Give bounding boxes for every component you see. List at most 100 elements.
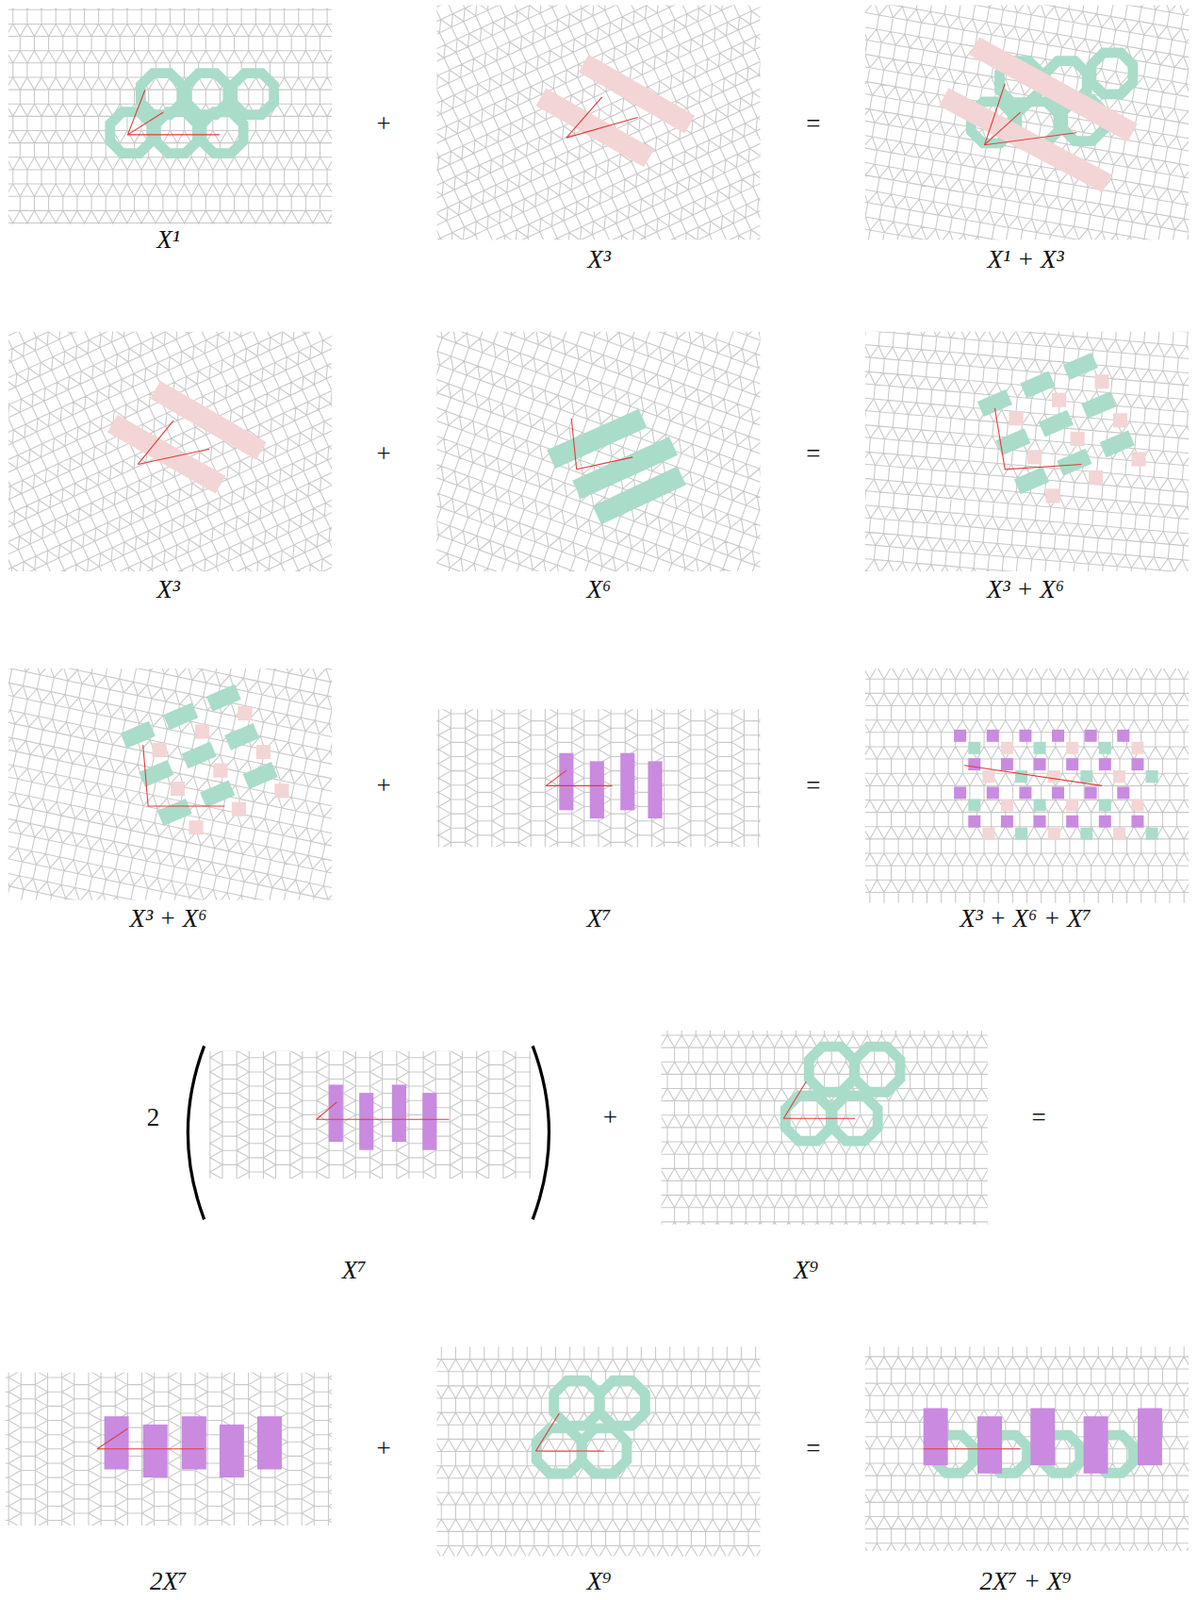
green-square bbox=[1099, 798, 1112, 811]
pink-bar bbox=[541, 97, 650, 159]
green-bar bbox=[123, 728, 152, 741]
purple-square bbox=[1084, 786, 1098, 799]
tiling-lines bbox=[8, 668, 332, 901]
term-label: X³ bbox=[156, 575, 181, 605]
left-parenthesis bbox=[187, 1045, 204, 1219]
pink-square bbox=[188, 820, 203, 835]
operator-label: 2 bbox=[147, 1103, 161, 1133]
pink-square bbox=[151, 742, 166, 757]
term-label: X⁹ bbox=[587, 1567, 612, 1596]
term-label: X³ + X⁶ bbox=[986, 575, 1065, 605]
green-bar bbox=[166, 709, 196, 723]
operator-label: + bbox=[376, 110, 391, 139]
purple-square bbox=[1099, 815, 1112, 828]
tiling-panel bbox=[436, 331, 760, 572]
green-bar bbox=[1102, 437, 1132, 450]
green-bar bbox=[246, 769, 275, 782]
red-vector bbox=[984, 83, 1077, 146]
purple-square bbox=[1131, 757, 1144, 771]
green-square bbox=[1146, 827, 1159, 840]
green-bar bbox=[1066, 360, 1095, 373]
purple-block bbox=[1030, 1408, 1055, 1466]
red-vector bbox=[97, 1427, 128, 1449]
operator-label: = bbox=[805, 440, 821, 469]
pink-square bbox=[256, 744, 271, 759]
tiling-lines bbox=[865, 331, 1189, 572]
red-vector bbox=[576, 457, 634, 470]
operator-label: = bbox=[805, 110, 821, 139]
operator-label: = bbox=[805, 771, 821, 801]
purple-block bbox=[257, 1415, 282, 1469]
purple-square bbox=[1018, 786, 1032, 799]
pink-square bbox=[1113, 412, 1128, 427]
green-bar bbox=[596, 475, 682, 515]
pink-square bbox=[1131, 741, 1144, 755]
purple-square bbox=[986, 786, 1000, 799]
green-square bbox=[1080, 770, 1093, 783]
purple-bar bbox=[647, 760, 662, 819]
term-label: 2X⁷ bbox=[149, 1567, 187, 1596]
red-vector bbox=[783, 1081, 806, 1118]
green-ring bbox=[155, 112, 197, 154]
red-vector bbox=[964, 765, 1102, 787]
red-vector bbox=[535, 1412, 559, 1451]
tiling-panel bbox=[5, 1372, 332, 1526]
tiling-panel bbox=[436, 1346, 760, 1557]
red-vector bbox=[994, 408, 1082, 470]
term-label: X⁷ bbox=[342, 1256, 367, 1285]
term-label: X³ bbox=[587, 246, 611, 275]
operator-label: + bbox=[376, 440, 391, 469]
pink-square bbox=[1131, 798, 1144, 811]
pink-bar bbox=[155, 389, 263, 451]
purple-square bbox=[1051, 786, 1065, 799]
purple-block bbox=[104, 1415, 130, 1469]
pink-square bbox=[1113, 827, 1126, 840]
tiling-panel bbox=[865, 668, 1189, 903]
green-ring bbox=[554, 1379, 600, 1426]
green-bar bbox=[999, 435, 1028, 448]
green-square bbox=[1080, 827, 1093, 840]
pink-square bbox=[1009, 410, 1024, 426]
green-square bbox=[1146, 770, 1159, 783]
green-bar bbox=[980, 396, 1009, 410]
operator-label: + bbox=[376, 1434, 391, 1463]
purple-bar bbox=[620, 753, 635, 811]
green-square bbox=[1033, 798, 1047, 811]
green-ring bbox=[1091, 52, 1133, 95]
pink-square bbox=[1027, 449, 1042, 464]
operator-label: = bbox=[805, 1434, 821, 1463]
tiling-panel bbox=[436, 4, 760, 240]
term-label: X⁷ bbox=[587, 904, 612, 934]
red-vector bbox=[535, 1449, 605, 1451]
green-bar bbox=[228, 730, 257, 743]
tiling-lines bbox=[865, 4, 1189, 240]
purple-square bbox=[1084, 729, 1098, 742]
pink-square bbox=[1088, 470, 1103, 485]
pink-square bbox=[1048, 770, 1061, 783]
purple-square bbox=[1001, 757, 1014, 771]
operator-label: + bbox=[376, 771, 391, 801]
pink-square bbox=[1066, 798, 1079, 811]
purple-square bbox=[1018, 729, 1032, 742]
tiling-panel bbox=[661, 1030, 988, 1225]
purple-square bbox=[986, 729, 1000, 742]
purple-block bbox=[219, 1424, 245, 1477]
green-bar bbox=[1060, 456, 1089, 469]
tiling-panel bbox=[8, 668, 332, 901]
green-bar bbox=[184, 748, 214, 761]
green-ring bbox=[599, 1379, 645, 1426]
green-bar bbox=[1084, 398, 1114, 411]
purple-square bbox=[1001, 815, 1014, 828]
tiling-lines bbox=[209, 1050, 531, 1179]
purple-square bbox=[1099, 757, 1112, 771]
tiling-lines bbox=[5, 1372, 332, 1526]
tiling-panel bbox=[8, 8, 332, 225]
red-vector bbox=[545, 770, 567, 786]
tiling-lines bbox=[865, 668, 1189, 903]
purple-square bbox=[1033, 815, 1047, 828]
purple-square bbox=[1066, 757, 1079, 771]
green-square bbox=[968, 741, 981, 755]
term-label: X¹ bbox=[156, 226, 181, 255]
red-vector bbox=[127, 112, 164, 135]
tiling-panel bbox=[8, 331, 332, 572]
